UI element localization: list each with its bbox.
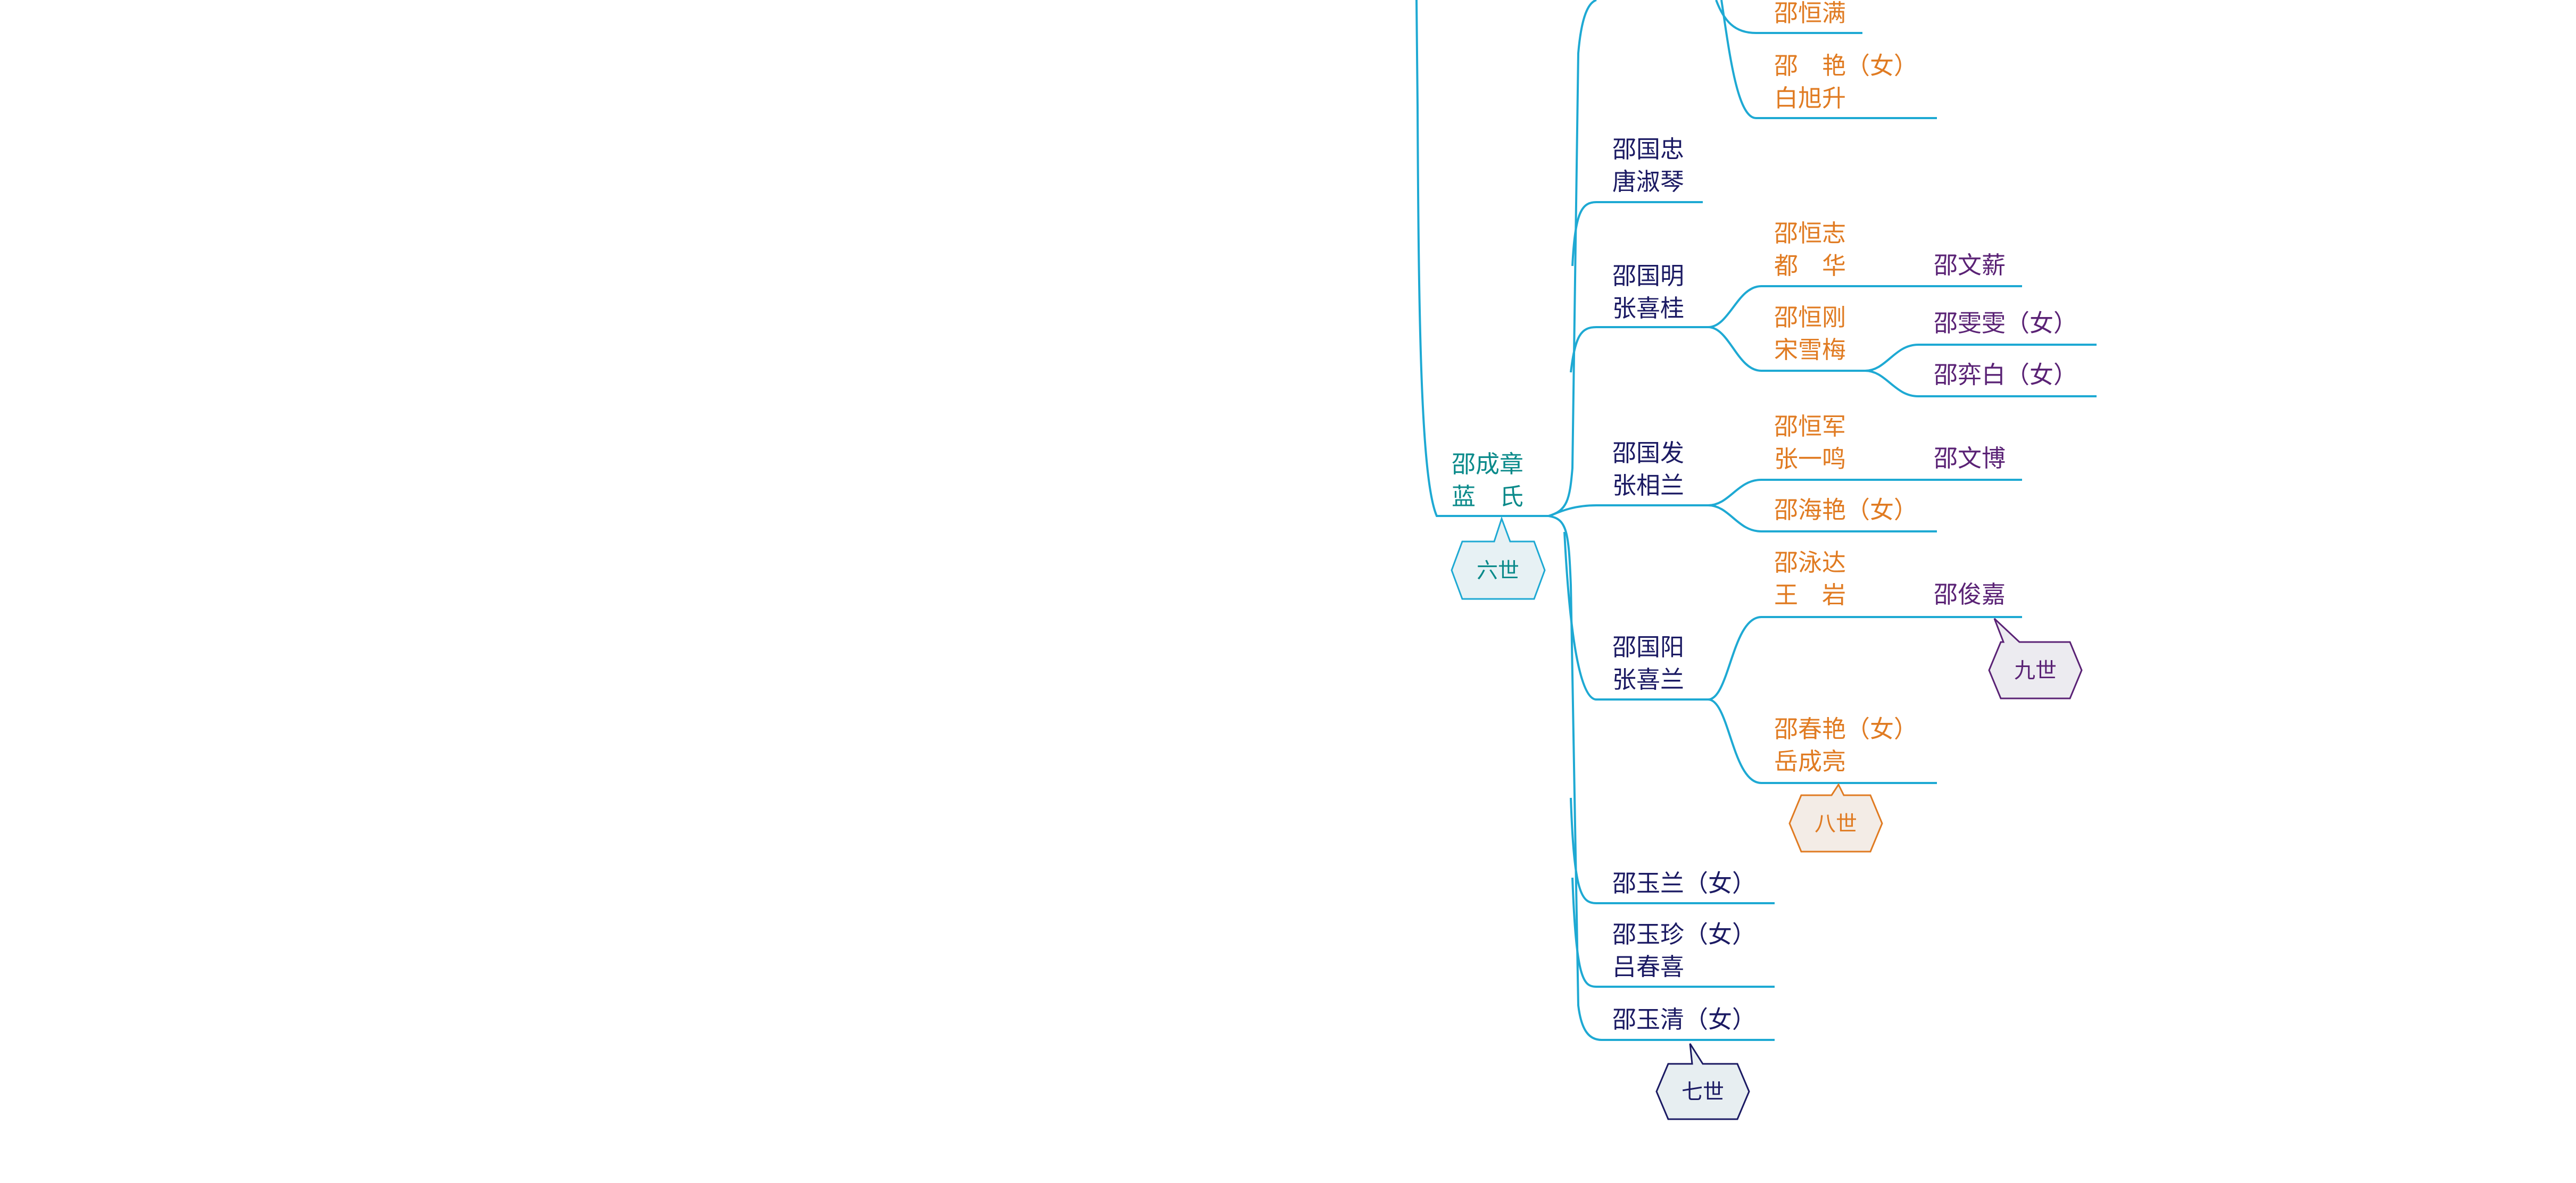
badge-gen8: 八世 (1788, 782, 1883, 853)
person-shao-yongda-name: 邵泳达 (1774, 548, 1846, 577)
person-shao-yongda-spouse: 王 岩 (1774, 581, 1846, 609)
person-shao-chunyan-name: 邵春艳（女） (1774, 715, 1918, 743)
person-shao-hengjun-name: 邵恒军 (1774, 412, 1846, 440)
branch-shao-hengman (1715, 0, 1862, 34)
person-shao-guozhong-spouse: 唐淑琴 (1612, 168, 1685, 196)
person-shao-guofa-spouse: 张相兰 (1612, 471, 1685, 499)
branch-shao-guozhong (1571, 201, 1703, 266)
person-shao-guoyang-name: 邵国阳 (1612, 633, 1685, 661)
badge-gen8-label: 八世 (1815, 812, 1857, 836)
spine-upper (1548, 0, 1597, 517)
branch-shao-henggang (1708, 326, 1865, 372)
badge-gen8-shape (1788, 782, 1883, 853)
person-shao-yuzhen-spouse: 吕春喜 (1612, 953, 1685, 981)
person-shao-yibai-name: 邵弈白（女） (1934, 361, 2078, 389)
badge-gen9-shape (1988, 618, 2083, 699)
badge-gen9-label: 九世 (2014, 659, 2057, 683)
person-shao-henggang-spouse: 宋雪梅 (1774, 336, 1846, 364)
branch-shao-hengjun (1708, 479, 2022, 506)
person-root-name: 邵成章 (1452, 450, 1524, 478)
person-shao-junjia-name: 邵俊嘉 (1934, 580, 2006, 609)
person-shao-hengjun-spouse: 张一鸣 (1774, 445, 1846, 473)
badge-gen7-shape (1655, 1043, 1750, 1120)
person-shao-yuzhen-name: 邵玉珍（女） (1612, 920, 1757, 948)
branch-shao-chunyan (1708, 698, 1937, 784)
person-shao-wenxin-name: 邵文薪 (1934, 251, 2006, 279)
branch-shao-wenwen (1865, 344, 2097, 372)
branch-shao-haiyan (1708, 504, 1937, 532)
connectors (1415, 0, 2097, 1041)
person-shao-guoming-name: 邵国明 (1612, 262, 1685, 290)
person-shao-yan-spouse: 白旭升 (1774, 84, 1846, 112)
branch-shao-hengzhi (1708, 285, 2022, 328)
badge-gen6-shape (1451, 516, 1546, 600)
person-shao-hengzhi-name: 邵恒志 (1774, 219, 1846, 247)
branch-shao-yongda (1708, 616, 2022, 701)
branch-shao-guoyang (1563, 531, 1708, 701)
person-root-spouse: 蓝 氏 (1452, 482, 1524, 511)
badge-gen6: 六世 (1451, 516, 1546, 600)
branch-shao-yuzhen (1571, 877, 1775, 988)
branch-shao-yibai (1865, 370, 2097, 397)
badge-gen7-label: 七世 (1682, 1080, 1724, 1104)
person-shao-guofa-name: 邵国发 (1612, 439, 1685, 467)
person-shao-wenbo-name: 邵文博 (1934, 444, 2006, 472)
branch-shao-guoming (1570, 326, 1708, 373)
badge-gen9: 九世 (1988, 618, 2083, 699)
person-shao-wenwen-name: 邵雯雯（女） (1934, 309, 2078, 337)
person-shao-henggang-name: 邵恒刚 (1774, 303, 1846, 331)
person-shao-hengzhi-spouse: 都 华 (1774, 252, 1846, 280)
person-shao-yuqing-name: 邵玉清（女） (1612, 1005, 1757, 1034)
branch-shao-yan (1720, 0, 1937, 119)
person-shao-yan-name: 邵 艳（女） (1774, 52, 1918, 80)
root-connector (1415, 0, 1548, 517)
branch-shao-yulan (1570, 797, 1775, 904)
branch-shao-guofa (1549, 504, 1708, 517)
person-shao-guozhong-name: 邵国忠 (1612, 135, 1685, 163)
person-shao-guoyang-spouse: 张喜兰 (1612, 665, 1685, 694)
badge-gen7: 七世 (1655, 1043, 1750, 1120)
person-shao-hengman-name: 邵恒满 (1774, 0, 1846, 27)
person-shao-yulan-name: 邵玉兰（女） (1612, 869, 1757, 897)
person-shao-guoming-spouse: 张喜桂 (1612, 294, 1685, 322)
spine-lower (1548, 515, 1775, 1041)
badge-gen6-label: 六世 (1477, 559, 1519, 583)
person-shao-haiyan-name: 邵海艳（女） (1774, 496, 1918, 524)
person-shao-chunyan-spouse: 岳成亮 (1774, 747, 1846, 776)
